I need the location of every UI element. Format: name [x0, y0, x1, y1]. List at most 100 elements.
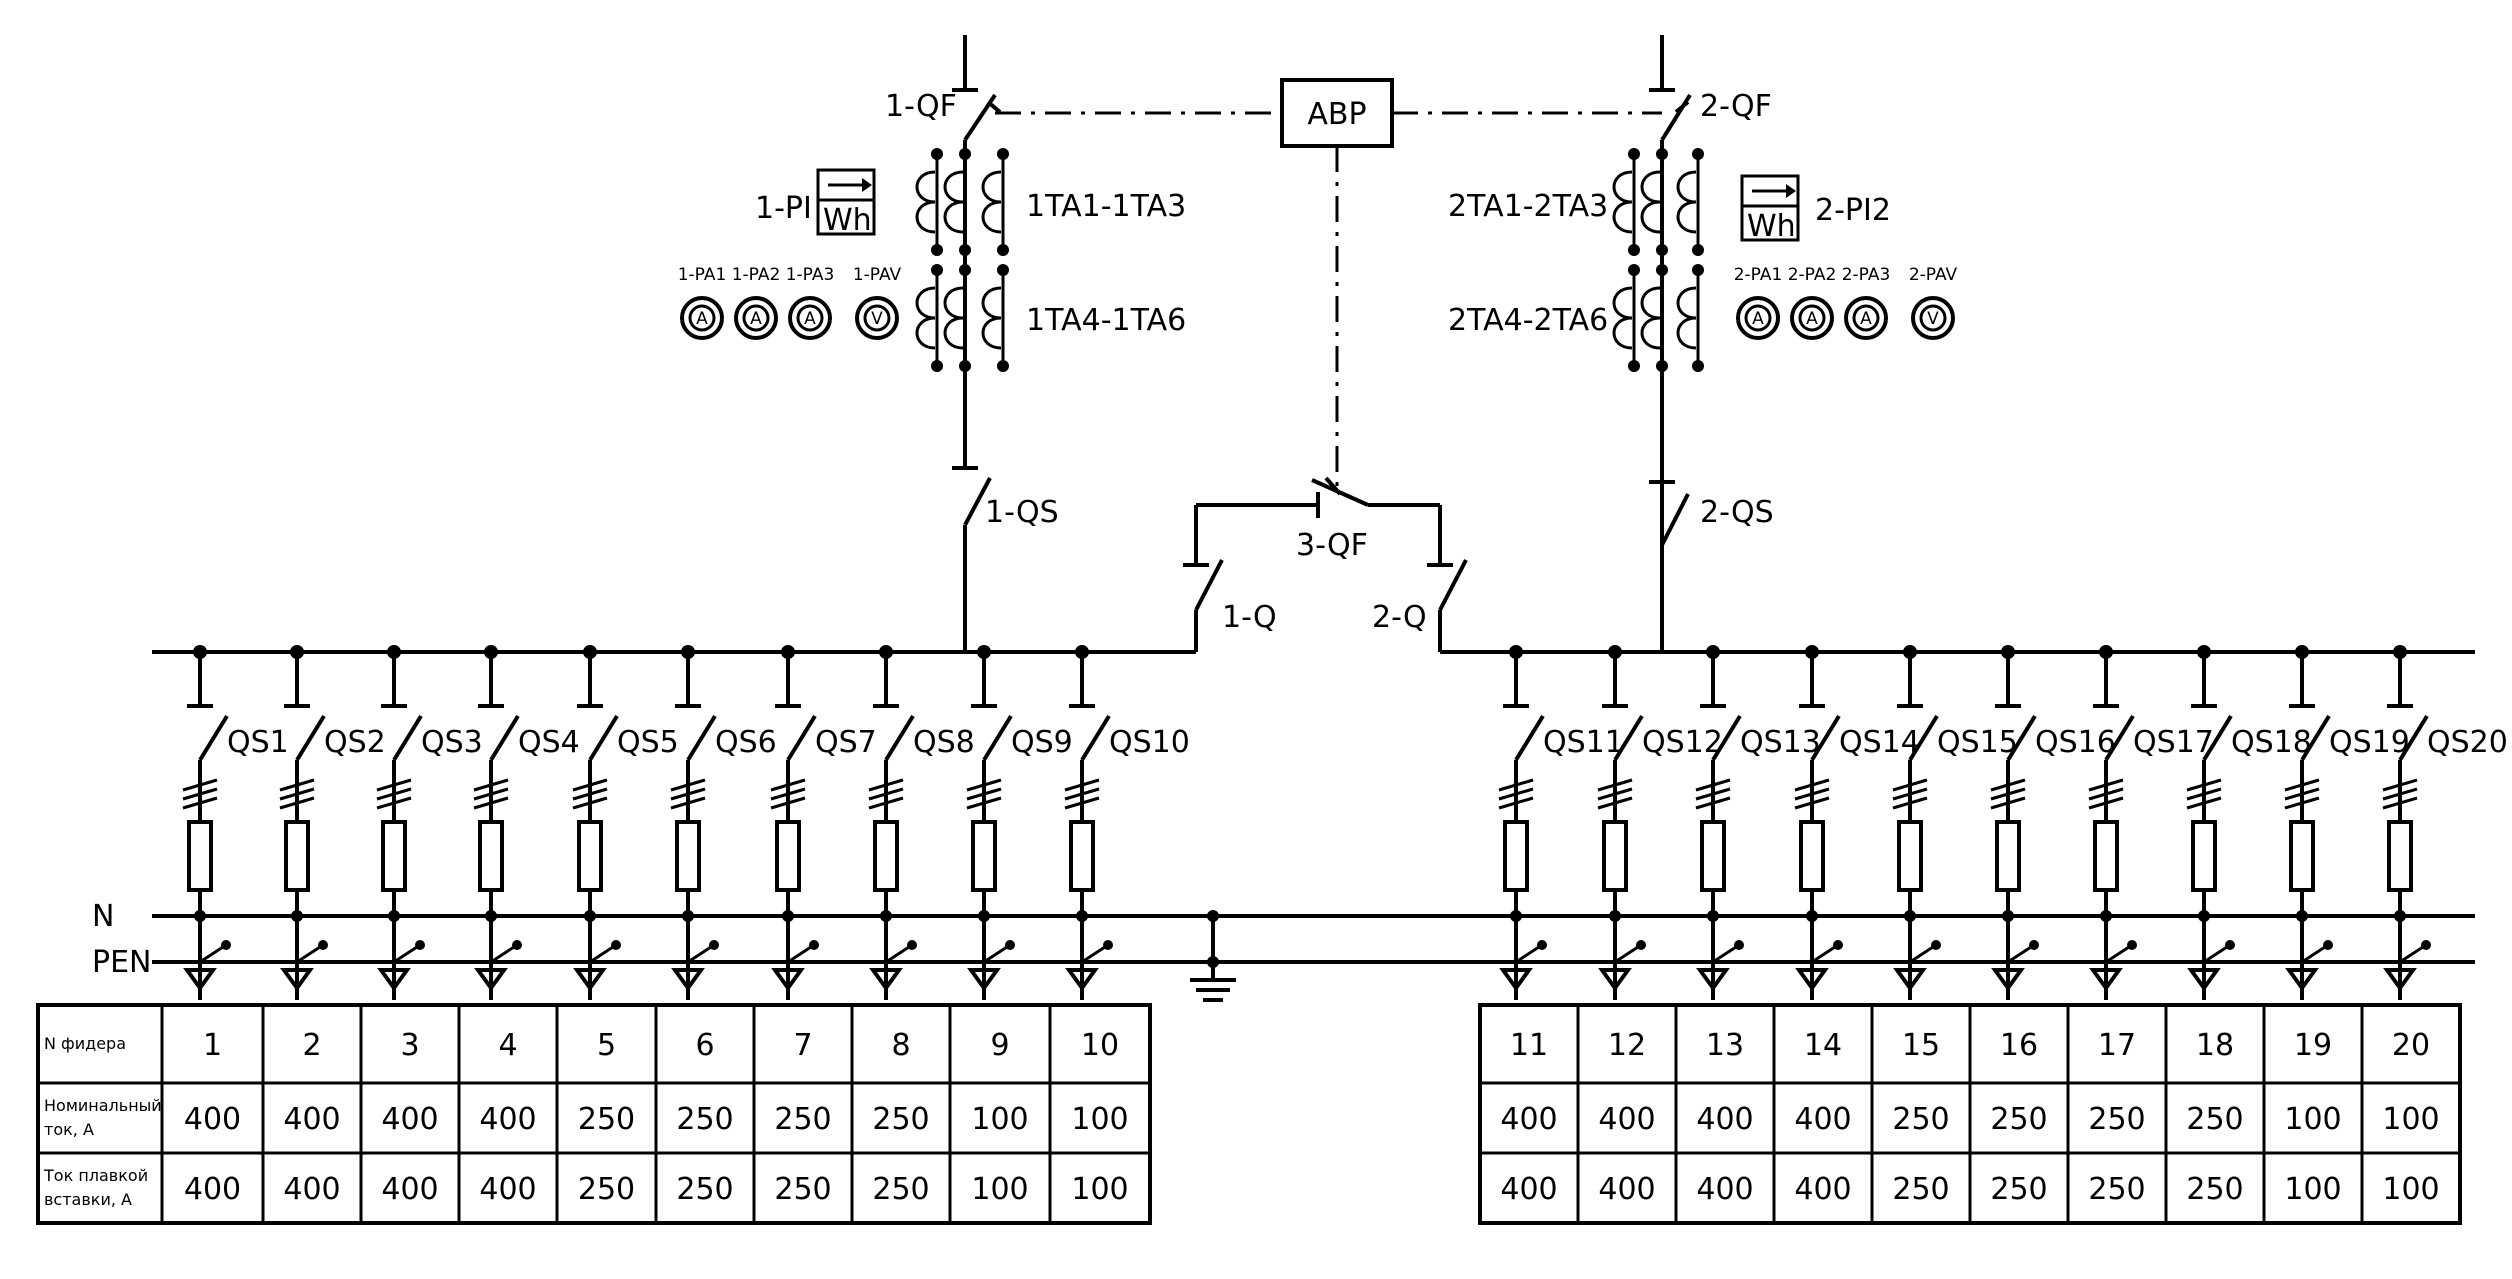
right-instrument-symbol-4: V	[1927, 309, 1939, 329]
right-cell-3-3: 400	[1696, 1172, 1753, 1207]
incomer-2: 2-QF 2-QS	[1649, 35, 1774, 652]
meter-1-label: 1-PI	[755, 191, 812, 226]
left-instrument-label-2: 1-PA2	[732, 265, 781, 285]
right-instrument-2: A2-PA2	[1788, 265, 1837, 340]
right-cell-2-7: 250	[2088, 1102, 2145, 1137]
feeder-qs16: QS16	[1990, 645, 2116, 1000]
right-cell-2-10: 100	[2382, 1102, 2439, 1137]
feeder-qs9: QS9	[966, 645, 1073, 1000]
right-cell-1-6: 16	[2000, 1028, 2038, 1063]
left-cell-3-9: 100	[971, 1172, 1028, 1207]
right-instrument-label-4: 2-PAV	[1909, 265, 1958, 285]
ct-2ta1-label: 2TA1-2TA3	[1448, 189, 1608, 224]
left-cell-2-3: 400	[381, 1102, 438, 1137]
ct-1ta4-label: 1TA4-1TA6	[1026, 303, 1186, 338]
feeder-qs8: QS8	[868, 645, 975, 1000]
tie-2q-label: 2-Q	[1372, 600, 1427, 635]
feeder-qs11: QS11	[1498, 645, 1624, 1000]
right-instrument-1: A2-PA1	[1734, 265, 1782, 340]
left-row-label-1: N фидера	[44, 1034, 126, 1053]
right-cell-3-9: 100	[2284, 1172, 2341, 1207]
left-instrument-symbol-1: A	[696, 309, 708, 329]
right-cell-2-4: 400	[1794, 1102, 1851, 1137]
feeder-label-qs19: QS19	[2329, 725, 2410, 760]
feeder-label-qs10: QS10	[1109, 725, 1190, 760]
left-instrument-label-3: 1-PA3	[786, 265, 835, 285]
feeder-label-qs14: QS14	[1839, 725, 1920, 760]
left-cell-3-6: 250	[676, 1172, 733, 1207]
left-cell-1-5: 5	[597, 1028, 616, 1063]
ct-1ta1-coil-3	[981, 148, 1009, 256]
n-bus-label: N	[92, 899, 114, 934]
feeder-qs12: QS12	[1597, 645, 1723, 1000]
right-cell-3-6: 250	[1990, 1172, 2047, 1207]
switch-2qs-label: 2-QS	[1700, 495, 1774, 530]
left-cell-2-6: 250	[676, 1102, 733, 1137]
right-instrument-label-2: 2-PA2	[1788, 265, 1837, 285]
right-cell-3-4: 400	[1794, 1172, 1851, 1207]
feeder-label-qs11: QS11	[1543, 725, 1624, 760]
left-row-label-2: Номинальный	[44, 1096, 162, 1115]
pen-bus-label: PEN	[92, 945, 152, 980]
feeder-qs3: QS3	[376, 645, 483, 1000]
left-instrument-label-4: 1-PAV	[853, 265, 902, 285]
left-cell-1-6: 6	[695, 1028, 714, 1063]
feeder-label-qs6: QS6	[715, 725, 777, 760]
ct-1ta1-coil-2	[943, 148, 971, 256]
meter-2-wh: Wh	[1747, 209, 1796, 244]
current-transformers-1	[915, 148, 1009, 372]
left-cell-3-10: 100	[1071, 1172, 1128, 1207]
ct-1ta4-coil-1	[915, 264, 943, 372]
right-cell-2-5: 250	[1892, 1102, 1949, 1137]
left-cell-1-10: 10	[1081, 1028, 1119, 1063]
right-cell-1-2: 12	[1608, 1028, 1646, 1063]
feeder-label-qs4: QS4	[518, 725, 580, 760]
feeder-label-qs13: QS13	[1740, 725, 1821, 760]
left-cell-2-2: 400	[283, 1102, 340, 1137]
feeder-label-qs20: QS20	[2427, 725, 2508, 760]
left-cell-3-8: 250	[872, 1172, 929, 1207]
right-cell-1-9: 19	[2294, 1028, 2332, 1063]
right-instrument-symbol-1: A	[1752, 309, 1764, 329]
right-cell-2-3: 400	[1696, 1102, 1753, 1137]
left-instrument-symbol-2: A	[750, 309, 762, 329]
feeder-qs2: QS2	[279, 645, 386, 1000]
left-cell-3-7: 250	[774, 1172, 831, 1207]
feeder-label-qs2: QS2	[324, 725, 386, 760]
ct-1ta4-coil-2	[943, 264, 971, 372]
feeder-label-qs16: QS16	[2035, 725, 2116, 760]
ct-2ta4-coil-1	[1612, 264, 1640, 372]
left-instrument-symbol-4: V	[871, 309, 883, 329]
ct-2ta4-coil-2	[1640, 264, 1668, 372]
feeder-qs15: QS15	[1892, 645, 2018, 1000]
busbars: N PEN	[92, 650, 2475, 980]
left-cell-3-4: 400	[479, 1172, 536, 1207]
right-instrument-symbol-3: A	[1860, 309, 1872, 329]
feeder-qs1: QS1	[182, 645, 289, 1000]
current-transformers-2	[1612, 148, 1704, 372]
feeder-qs17: QS17	[2088, 645, 2214, 1000]
feeder-qs19: QS19	[2284, 645, 2410, 1000]
left-cell-2-1: 400	[184, 1102, 241, 1137]
feeder-qs7: QS7	[770, 645, 877, 1000]
right-cell-1-5: 15	[1902, 1028, 1940, 1063]
left-instrument-symbol-3: A	[804, 309, 816, 329]
left-row-label-3: Ток плавкой	[43, 1166, 148, 1185]
ct-1ta1-coil-1	[915, 148, 943, 256]
left-cell-2-10: 100	[1071, 1102, 1128, 1137]
feeder-label-qs17: QS17	[2133, 725, 2214, 760]
feeder-qs13: QS13	[1695, 645, 1821, 1000]
left-instrument-2: A 1-PA2	[732, 265, 781, 340]
left-instrument-label-1: 1-PA1	[678, 265, 727, 285]
left-cell-2-5: 250	[578, 1102, 635, 1137]
right-cell-1-4: 14	[1804, 1028, 1842, 1063]
tie-breaker: 3-QF 1-Q 2-Q	[1183, 476, 1468, 652]
feeder-label-qs8: QS8	[913, 725, 975, 760]
left-cell-1-9: 9	[990, 1028, 1009, 1063]
left-row-label-2: ток, А	[44, 1120, 94, 1139]
feeder-qs5: QS5	[572, 645, 679, 1000]
feeder-label-qs7: QS7	[815, 725, 877, 760]
breaker-1qf-label: 1-QF	[885, 89, 957, 124]
